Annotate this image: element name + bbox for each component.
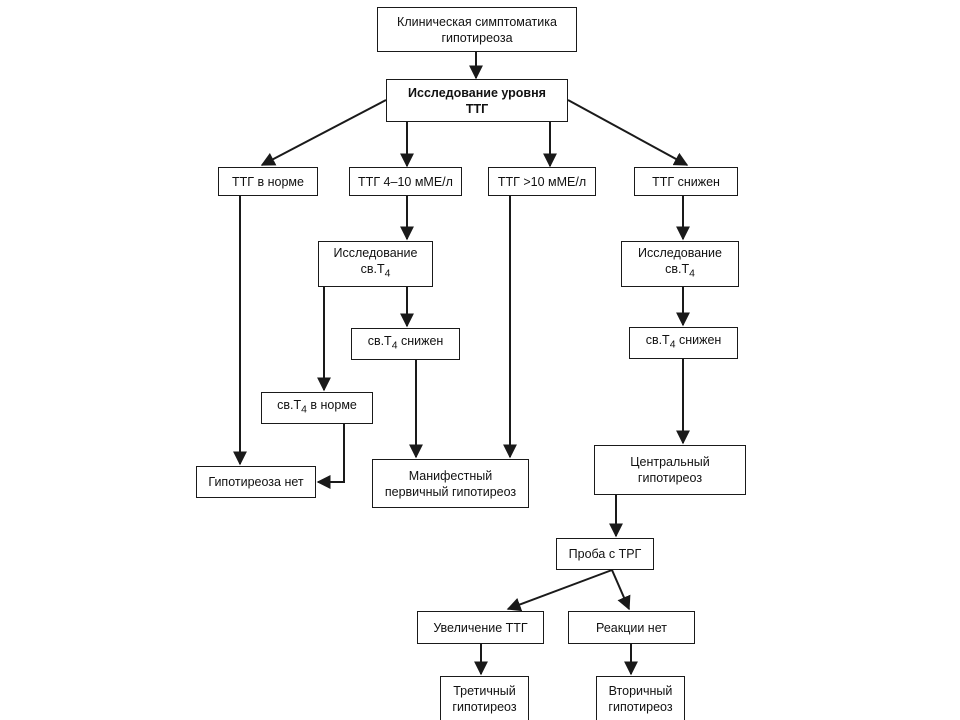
arrow-trh-test-to-tsh-increase: [506, 569, 613, 612]
node-no-reaction-label: Реакции нет: [596, 620, 667, 635]
node-ft4-normal-sub: 4: [301, 404, 307, 416]
node-tsh-low-label: ТТГ снижен: [652, 174, 720, 189]
node-ft4-normal: св.Т4 в норме: [261, 392, 373, 424]
node-tsh-normal: ТТГ в норме: [218, 167, 318, 196]
node-tsh-test-line1: Исследование уровня: [408, 85, 546, 100]
node-manifest-primary-line1: Манифестный: [408, 468, 493, 483]
node-ft4-low-left-suffix: снижен: [397, 334, 444, 349]
node-ft4-test-right-sub: 4: [689, 268, 695, 280]
node-secondary-line2: гипотиреоз: [608, 699, 673, 714]
node-ft4-normal-suffix: в норме: [306, 398, 357, 413]
node-ft4-low-right-sub: 4: [669, 339, 676, 351]
node-tsh-4-10-label: ТТГ 4–10 мМЕ/л: [358, 174, 453, 189]
node-ft4-low-left: св.Т4 снижен: [351, 328, 460, 360]
node-ft4-low-left-sub: 4: [391, 340, 398, 352]
node-tsh-normal-label: ТТГ в норме: [232, 174, 304, 189]
arrow-tsh-test-to-tsh-low: [567, 99, 689, 166]
node-tsh-gt10: ТТГ >10 мМЕ/л: [488, 167, 596, 196]
node-ft4-low-right-prefix: св.Т: [645, 333, 670, 348]
node-ft4-low-left-prefix: св.Т: [367, 334, 392, 349]
node-tertiary-line1: Третичный: [453, 683, 516, 698]
node-tsh-increase-label: Увеличение ТТГ: [433, 620, 528, 635]
arrow-tsh-test-to-tsh-normal: [260, 99, 387, 166]
node-tsh-increase: Увеличение ТТГ: [417, 611, 544, 644]
node-central-hypothyroidism-line2: гипотиреоз: [637, 471, 703, 485]
node-tertiary-line2: гипотиреоз: [452, 699, 517, 714]
node-trh-test-label: Проба с ТРГ: [568, 547, 642, 561]
node-tsh-low: ТТГ снижен: [634, 167, 738, 196]
node-ft4-test-right-line1: Исследование: [638, 246, 722, 261]
node-tsh-test-line2: ТТГ: [465, 101, 489, 116]
node-no-reaction: Реакции нет: [568, 611, 695, 644]
node-central-hypothyroidism-line1: Центральный: [630, 455, 710, 469]
node-clinical-symptoms-line2: гипотиреоза: [441, 30, 513, 45]
node-ft4-test-right-prefix: св.Т: [665, 262, 690, 277]
node-trh-test: Проба с ТРГ: [556, 538, 654, 570]
arrow-ft4-normal-to-no-hypo: [316, 424, 345, 489]
node-ft4-low-right: св.Т4 снижен: [629, 327, 738, 359]
node-ft4-low-right-suffix: снижен: [675, 333, 722, 348]
node-tsh-4-10: ТТГ 4–10 мМЕ/л: [349, 167, 462, 196]
node-ft4-normal-prefix: св.Т: [277, 398, 302, 413]
arrow-trh-test-to-no-reaction: [611, 569, 631, 611]
node-no-hypothyroidism: Гипотиреоза нет: [196, 466, 316, 498]
node-manifest-primary-line2: первичный гипотиреоз: [384, 484, 517, 499]
node-ft4-test-left-line1: Исследование: [333, 246, 418, 261]
node-tsh-gt10-label: ТТГ >10 мМЕ/л: [497, 174, 587, 189]
node-secondary-line1: Вторичный: [608, 683, 673, 698]
node-ft4-test-left-sub: 4: [384, 268, 391, 280]
node-no-hypothyroidism-label: Гипотиреоза нет: [208, 475, 304, 489]
node-ft4-test-left-prefix: св.Т: [360, 262, 385, 277]
node-clinical-symptoms-line1: Клиническая симптоматика: [397, 14, 557, 29]
node-central-hypothyroidism: Центральный гипотиреоз: [594, 445, 746, 495]
